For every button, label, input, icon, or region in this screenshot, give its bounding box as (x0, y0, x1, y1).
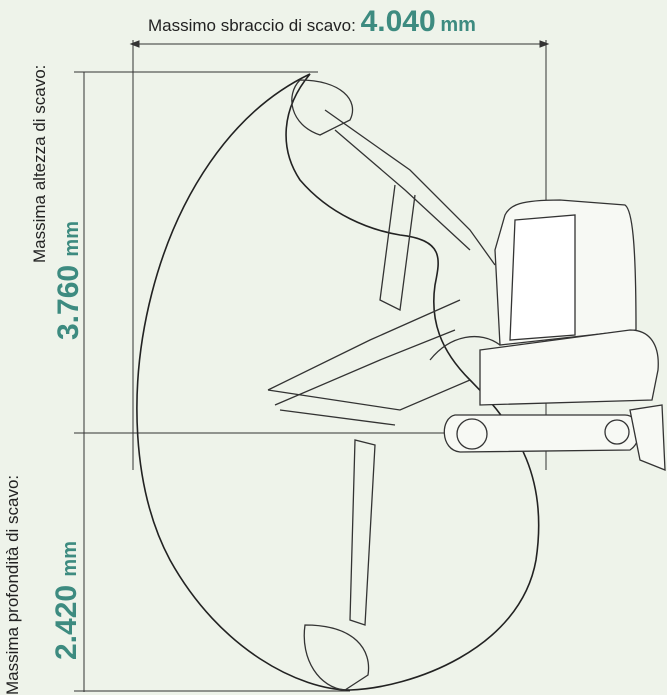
max-depth-unit: mm (59, 541, 81, 577)
cab-window (509, 214, 576, 341)
max-height-value-group: 3.760 mm (52, 221, 86, 340)
raised-arm (379, 184, 416, 311)
upper-structure (479, 329, 659, 406)
reach-arrow-right (539, 40, 550, 48)
extended-arm (267, 379, 471, 426)
max-height-value: 3.760 (52, 264, 85, 340)
reach-arrow-left (129, 40, 140, 48)
max-height-caption: Massima altezza di scavo: (30, 64, 49, 263)
boom-arm-positions (267, 79, 501, 691)
swing-arc (429, 335, 501, 361)
max-reach-label: Massimo sbraccio di scavo: 4.040 mm (148, 6, 476, 42)
max-height-unit: mm (61, 221, 83, 257)
extended-boom (267, 299, 461, 406)
working-range-envelope (136, 73, 540, 691)
lowered-bucket (303, 624, 370, 691)
lowered-arm (349, 439, 376, 626)
raised-boom (324, 109, 496, 266)
max-depth-caption: Massima profondità di scavo: (3, 474, 22, 695)
dozer-blade (629, 404, 666, 471)
max-depth-value: 2.420 (50, 584, 83, 660)
max-depth-value-group: 2.420 mm (50, 541, 84, 660)
excavator-body (443, 199, 666, 471)
raised-bucket (291, 79, 354, 136)
max-reach-value: 4.040 (360, 5, 436, 38)
idler-wheel (604, 419, 630, 445)
max-reach-caption: Massimo sbraccio di scavo: (148, 16, 356, 35)
max-reach-unit: mm (440, 14, 476, 36)
drive-sprocket (456, 418, 488, 450)
